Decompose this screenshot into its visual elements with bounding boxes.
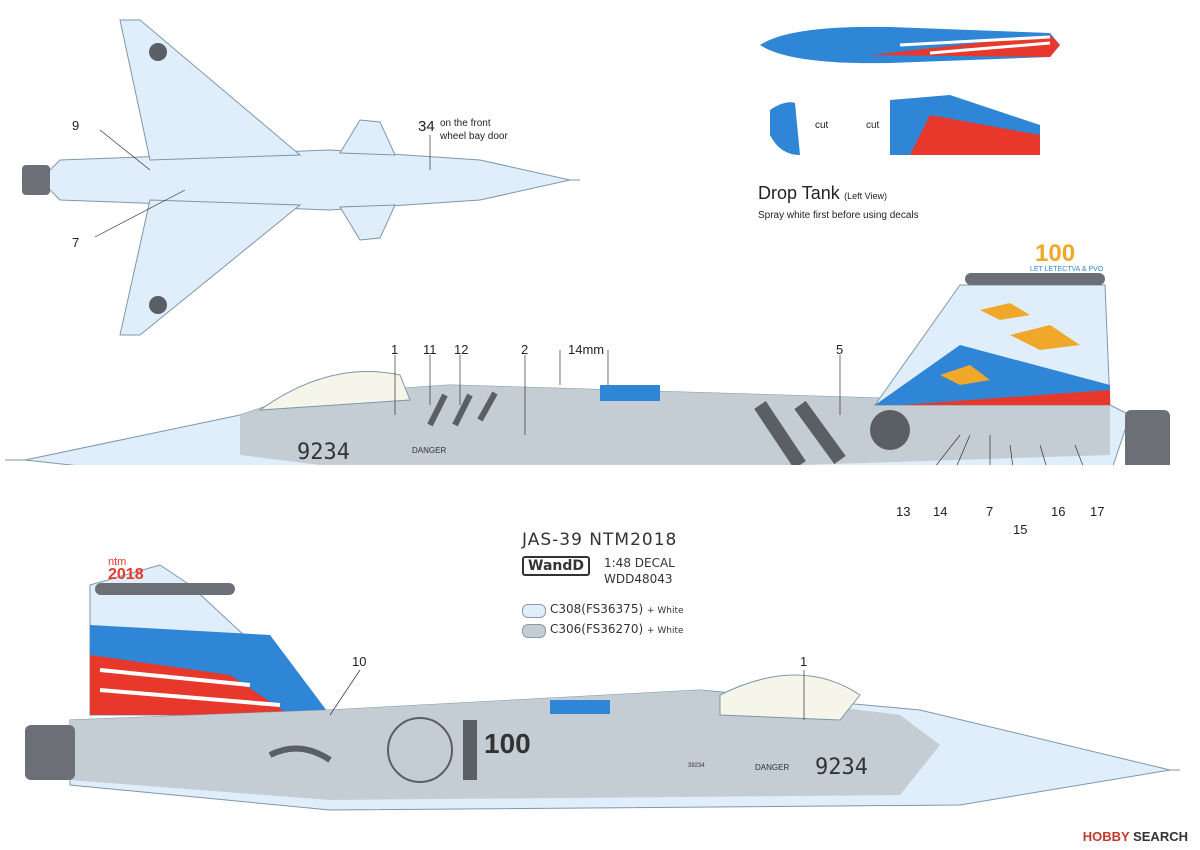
callout-17: 17 [1090, 504, 1105, 519]
callout-2: 2 [521, 342, 529, 357]
callout-7-bottom: 7 [986, 504, 994, 519]
side-view-left [25, 564, 1180, 811]
callout-7: 7 [72, 235, 80, 250]
side-view-right [5, 273, 1170, 465]
paint-code-1: C308(FS36375) [550, 602, 644, 616]
brand-logo: WandD [522, 556, 590, 576]
kit-code: WDD48043 [604, 572, 673, 586]
drop-tank-cut-label-1: cut [815, 120, 829, 131]
serial-number-upper: 9234 [297, 440, 350, 465]
kit-scale: 1:48 DECAL [604, 556, 675, 570]
callout-16: 16 [1051, 504, 1066, 519]
paint-swatch-1 [522, 604, 546, 618]
hobby-search-watermark: HOBBY SEARCH [1083, 829, 1188, 844]
wheel-bay-note-1: on the front [440, 118, 491, 129]
callout-1-lower: 1 [800, 654, 808, 669]
paint-legend-1: C308(FS36375) + White [550, 602, 684, 616]
paint-swatch-2 [522, 624, 546, 638]
drop-tank-illustration [760, 26, 1060, 155]
footer-mark: HOBBY [1082, 829, 1130, 844]
drop-tank-note: Spray white first before using decals [758, 210, 919, 221]
danger-label-upper: DANGER [412, 446, 447, 455]
fuselage-100: 100 [484, 728, 531, 759]
danger-label-lower: DANGER [755, 763, 790, 772]
tail-bottom-word: ntm [108, 556, 127, 568]
top-view-aircraft [22, 19, 580, 336]
drop-tank-cut-label-2: cut [866, 120, 880, 131]
callout-5: 5 [836, 342, 844, 357]
callout-34: 34 [418, 118, 435, 135]
paint-code-2: C306(FS36270) [550, 622, 644, 636]
tail-bottom-year: 2018 [108, 566, 144, 583]
callout-12: 12 [454, 342, 469, 357]
paint-suffix-1: + White [646, 606, 684, 616]
paint-suffix-2: + White [646, 626, 684, 636]
callout-9: 9 [72, 118, 80, 133]
tail-top-number: 100 [1035, 240, 1076, 267]
drop-tank-title: Drop Tank [758, 183, 840, 203]
callout-11: 11 [423, 342, 437, 357]
callout-14: 14 [933, 504, 948, 519]
drop-tank-heading: Drop Tank (Left View) [758, 183, 887, 204]
paint-legend-2: C306(FS36270) + White [550, 622, 684, 636]
callout-13: 13 [896, 504, 911, 519]
callout-10: 10 [352, 654, 367, 669]
wheel-bay-note-2: wheel bay door [440, 131, 508, 142]
serial-number-lower: 9234 [815, 755, 868, 780]
dimension-14mm: 14mm [568, 342, 605, 357]
callout-1-upper: 1 [391, 342, 399, 357]
tail-top-line: LET LETECTVA & PVO [1030, 266, 1104, 273]
drop-tank-subtitle: (Left View) [844, 191, 888, 201]
kit-title: JAS-39 NTM2018 [522, 530, 678, 550]
footer-rest: SEARCH [1133, 829, 1188, 844]
missile-serial: 39234 [688, 763, 705, 769]
callout-15: 15 [1013, 522, 1028, 537]
